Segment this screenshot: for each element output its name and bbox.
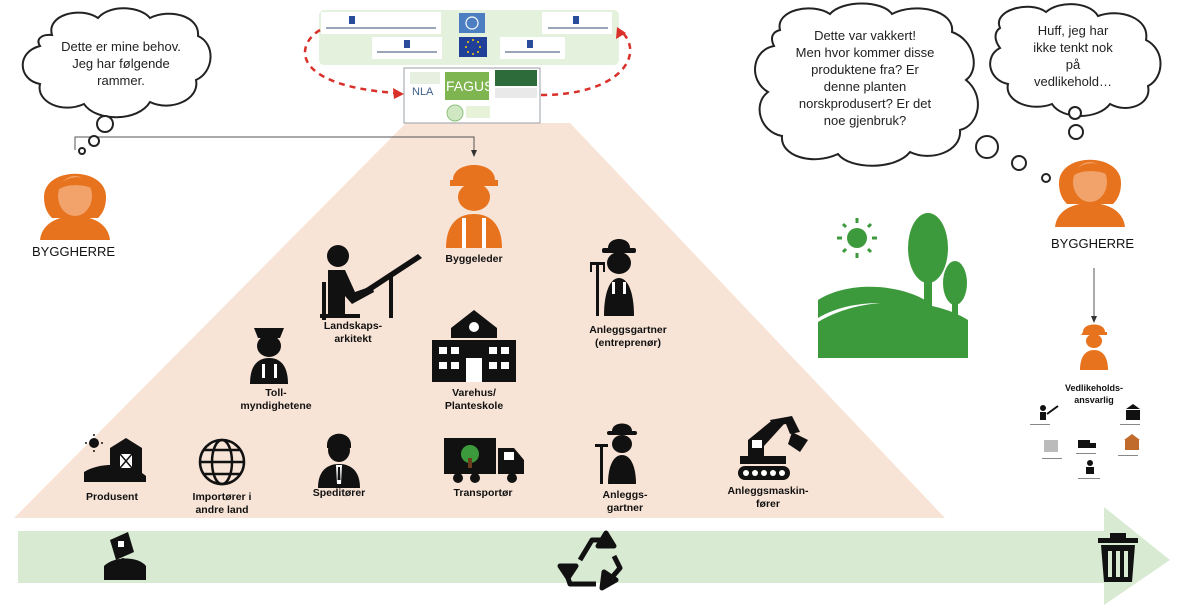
bubble-text-visitor: Dette var vakkert! Men hvor kommer disse…	[795, 28, 935, 128]
bubble-text-client-right: Huff, jeg har ikke tenkt nok på vedlikeh…	[1033, 23, 1113, 89]
eu-flag-icon	[459, 37, 487, 57]
police-icon	[250, 328, 288, 384]
byggherre-left-label: BYGGHERRE	[32, 244, 116, 259]
excavator-icon	[738, 416, 808, 480]
thought-bubble-client-left	[21, 7, 212, 155]
fagus-logo-text: FAGUS	[446, 78, 494, 94]
lifecycle-arrow	[18, 507, 1170, 605]
byggherre-right-label: BYGGHERRE	[1051, 236, 1135, 251]
mini-architect-icon	[1040, 405, 1059, 420]
anleggsmaskinforer-label: Anleggsmaskin- fører	[727, 485, 809, 510]
anleggsgartner-label: Anleggs- gartner	[602, 489, 648, 514]
trash-icon	[1098, 533, 1138, 582]
landscape-icon	[818, 213, 968, 358]
maintenance-mini-icons	[1030, 404, 1140, 479]
woman-icon-right	[1055, 159, 1125, 227]
speditorer-label: Speditører	[312, 487, 366, 499]
nla-logo-text: NLA	[412, 86, 434, 98]
feedback-arrow-right	[540, 31, 632, 97]
landskapsarkitekt-label: Landskaps- arkitekt	[323, 320, 383, 345]
varehus-label: Varehus/ Planteskole	[444, 387, 504, 412]
warehouse-icon	[432, 310, 516, 382]
client-connector-line	[74, 136, 475, 152]
woman-icon-left	[40, 173, 110, 240]
produsent-label: Produsent	[86, 491, 138, 503]
anleggsgartner-entreprenor-label: Anleggsgartner (entreprenør)	[589, 324, 667, 349]
truck-icon	[444, 438, 524, 483]
mini-truck-icon	[1078, 440, 1096, 448]
un-logo-icon	[459, 13, 485, 33]
tollmyndighetene-label: Toll- myndighetene	[240, 387, 312, 412]
worker-icon-small	[1080, 324, 1108, 370]
thought-bubble-client-right	[975, 3, 1162, 183]
farm-icon	[84, 434, 146, 482]
architect-icon	[320, 245, 422, 320]
gardener-icon	[590, 239, 636, 316]
globe-icon	[198, 438, 246, 486]
worker-icon	[446, 165, 502, 248]
mini-farm-icon	[1044, 440, 1058, 452]
gardener-icon-small	[595, 423, 637, 484]
mini-warehouse-icon	[1126, 404, 1140, 420]
soil-bag-icon	[104, 532, 146, 580]
mini-person-icon	[1086, 460, 1094, 474]
feedback-arrow-left	[303, 28, 396, 95]
vedlikeholdsansvarlig-label: Vedlikeholds- ansvarlig	[1064, 383, 1124, 405]
bubble-text-client-left: Dette er mine behov. Jeg har følgende ra…	[61, 39, 181, 88]
byggeleder-label: Byggeleder	[445, 253, 503, 265]
businessman-icon	[318, 433, 360, 488]
thought-bubble-visitor	[754, 2, 979, 167]
importorer-label: Importører i andre land	[192, 491, 252, 516]
mini-house-icon	[1124, 434, 1140, 450]
recycle-icon	[557, 530, 623, 591]
transportor-label: Transportør	[453, 487, 513, 499]
